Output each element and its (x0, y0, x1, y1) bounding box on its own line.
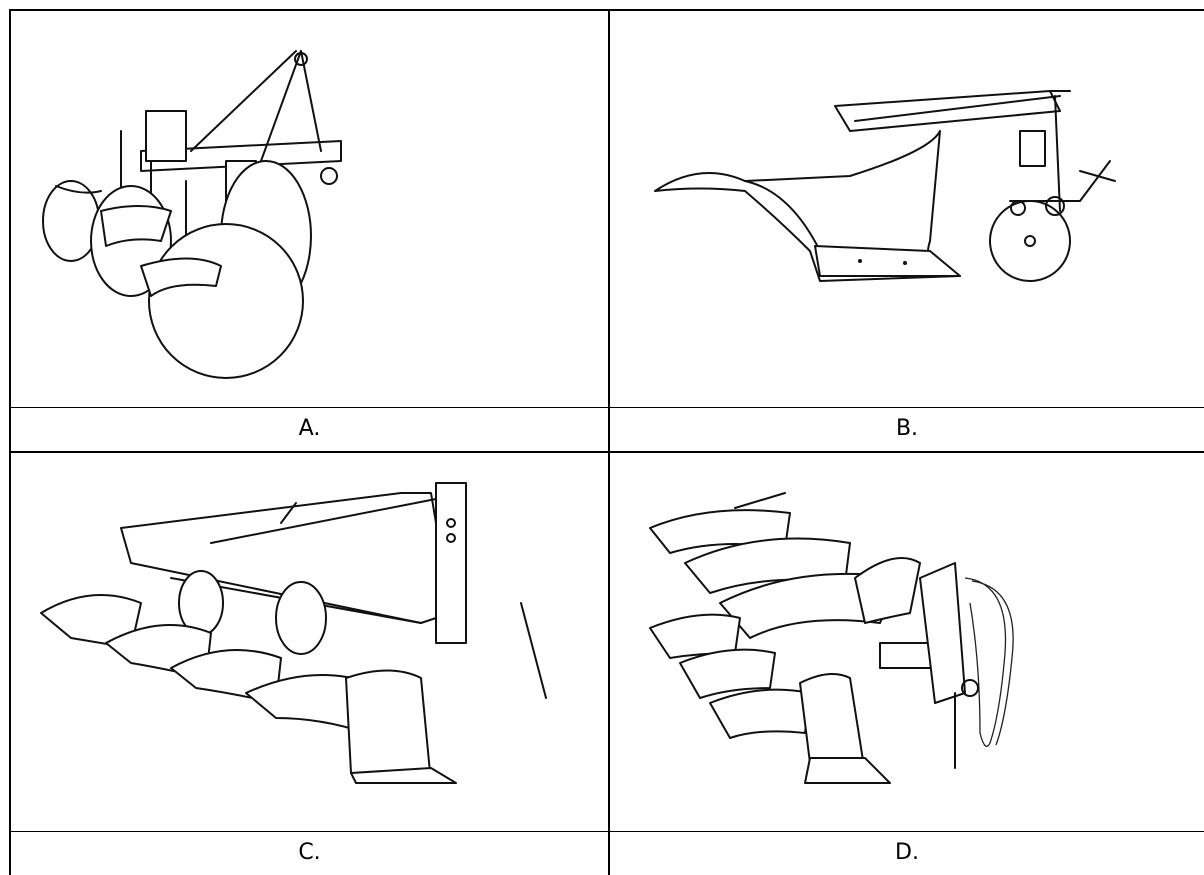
label-a: A. (298, 416, 321, 441)
single-bottom-plough-icon (654, 90, 1116, 282)
grid-line-row2 (9, 451, 1204, 453)
label-d: D. (895, 840, 919, 865)
image-cell-a (11, 11, 608, 407)
image-cell-d (610, 453, 1204, 831)
grid-line-middle (608, 9, 610, 875)
label-b: B. (895, 416, 919, 441)
figure-table: A. B. (9, 9, 1204, 875)
grid-line-row1 (9, 407, 1204, 408)
reversible-plough-icon (649, 492, 1014, 784)
grid-line-row3 (9, 831, 1204, 832)
multi-bottom-plough-icon (40, 482, 547, 784)
label-c: C. (298, 840, 321, 865)
grid-line-top (9, 9, 1204, 11)
image-cell-b (610, 11, 1204, 407)
grid-line-left (9, 9, 11, 875)
image-cell-c (11, 453, 608, 831)
disc-plough-icon (42, 50, 342, 379)
